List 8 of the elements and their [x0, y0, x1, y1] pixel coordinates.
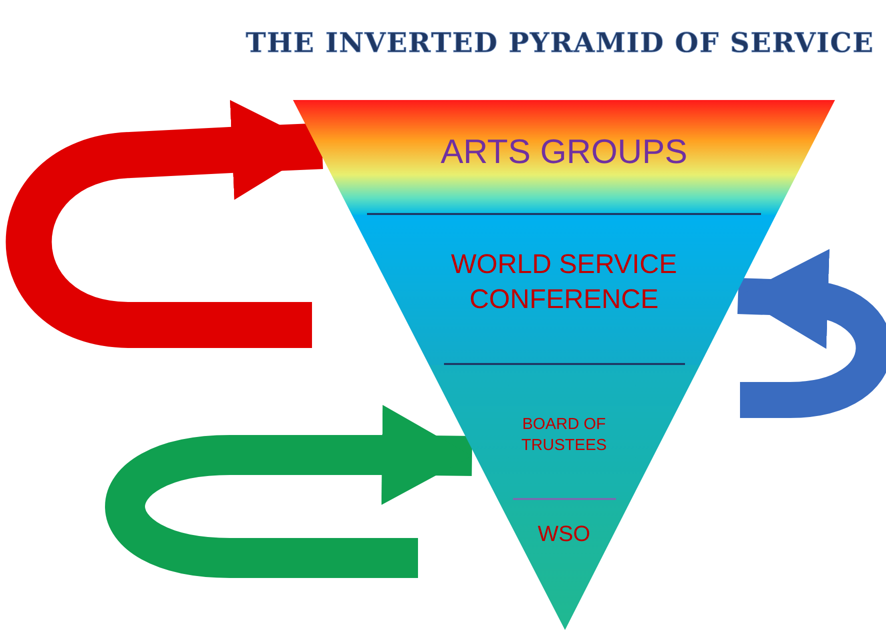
tier-label: WORLD SERVICE CONFERENCE: [450, 248, 678, 316]
curved-arrow: [6, 100, 323, 348]
tier-label: BOARD OF TRUSTEES: [520, 415, 608, 456]
curved-arrow: [737, 248, 886, 418]
title: THE INVERTED PYRAMID OF SERVICE: [244, 28, 876, 59]
tier-label: ARTS GROUPS: [440, 132, 688, 173]
curved-arrow: [106, 404, 472, 578]
tier-label: WSO: [536, 520, 592, 548]
